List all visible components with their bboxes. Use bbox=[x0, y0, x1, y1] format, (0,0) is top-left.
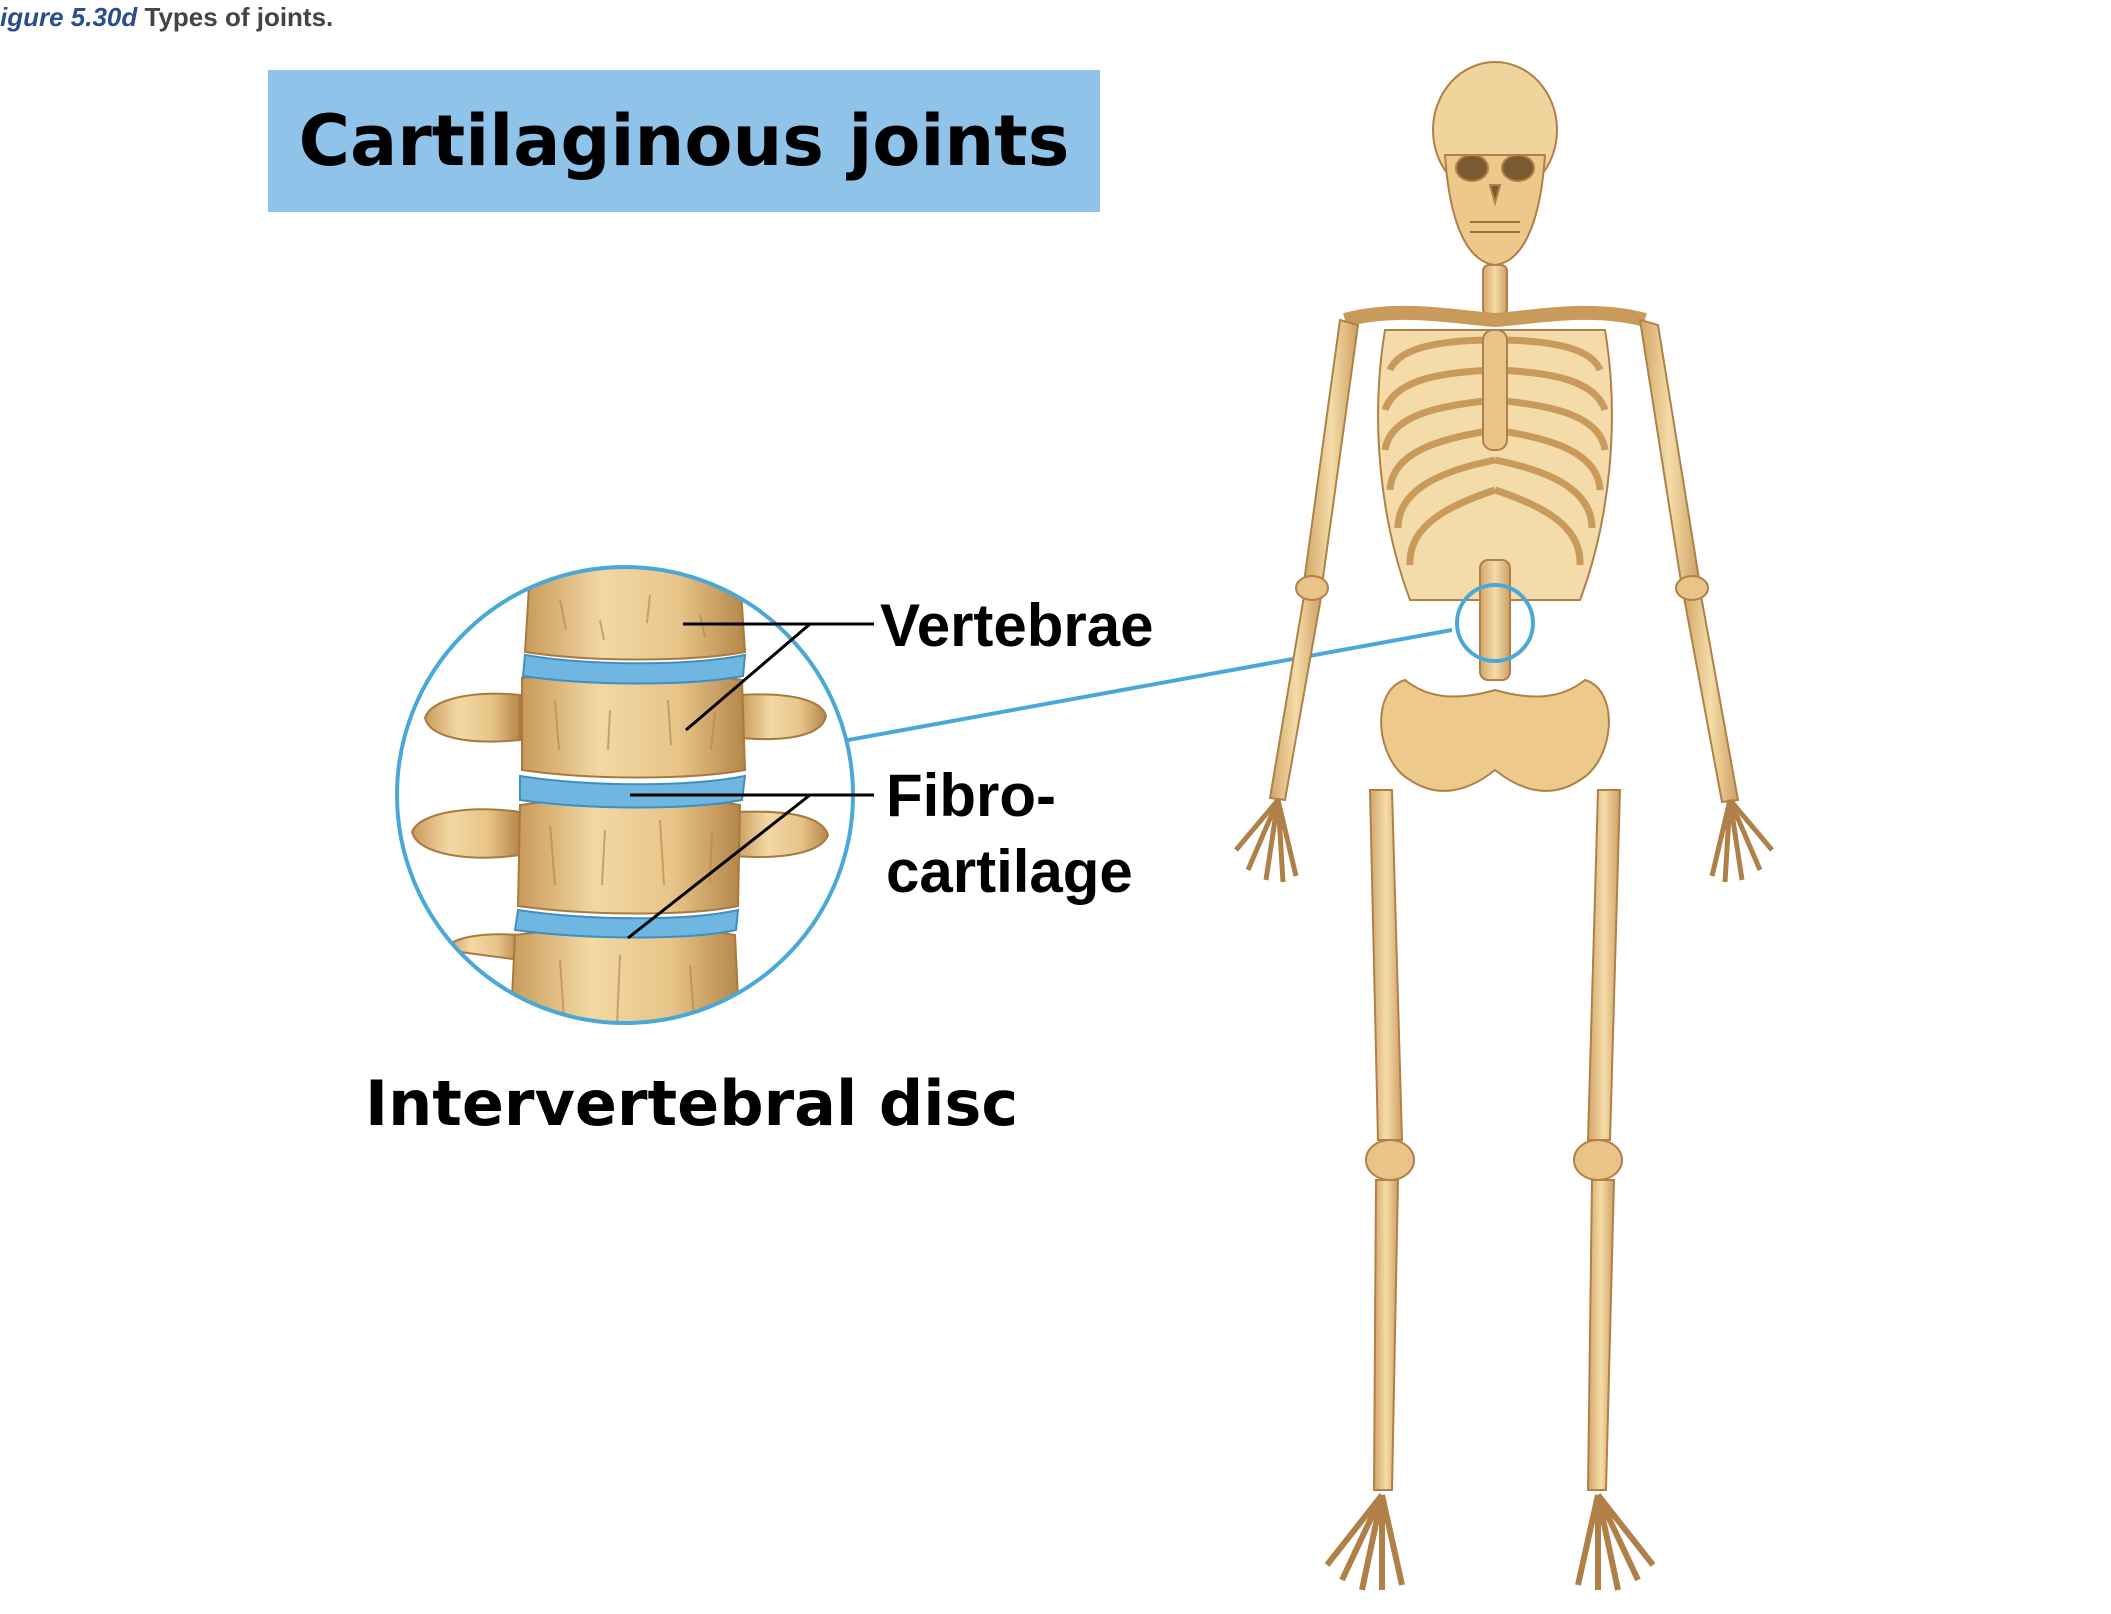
bone-texture bbox=[549, 594, 716, 1023]
arms bbox=[1268, 318, 1740, 804]
hands bbox=[1234, 798, 1774, 883]
figure-caption-text: Types of joints. bbox=[144, 2, 334, 32]
figure-number: igure 5.30d bbox=[0, 2, 138, 32]
callout-connector bbox=[847, 628, 1453, 742]
vertebral-bodies bbox=[508, 567, 747, 1023]
feet bbox=[1324, 1493, 1656, 1591]
legs bbox=[1365, 789, 1623, 1491]
lumbar-highlight bbox=[1455, 583, 1535, 663]
label-intervertebral-disc: Intervertebral disc bbox=[365, 1067, 1019, 1140]
figure-caption: igure 5.30d Types of joints. bbox=[0, 2, 333, 33]
intervertebral-discs bbox=[513, 653, 747, 939]
title-banner: Cartilaginous joints bbox=[268, 70, 1100, 212]
skeleton bbox=[1234, 61, 1774, 1591]
rib-cage bbox=[1377, 329, 1613, 601]
leader-lines bbox=[627, 622, 874, 940]
page-title: Cartilaginous joints bbox=[298, 100, 1070, 182]
transverse-processes bbox=[410, 692, 830, 962]
skull bbox=[1432, 61, 1558, 267]
label-fibrocartilage: Fibro- cartilage bbox=[886, 758, 1133, 910]
magnified-spine bbox=[395, 565, 855, 1025]
label-fibrocartilage-line1: Fibro- bbox=[886, 762, 1056, 829]
label-fibrocartilage-line2: cartilage bbox=[886, 838, 1133, 905]
label-vertebrae: Vertebrae bbox=[880, 592, 1154, 659]
